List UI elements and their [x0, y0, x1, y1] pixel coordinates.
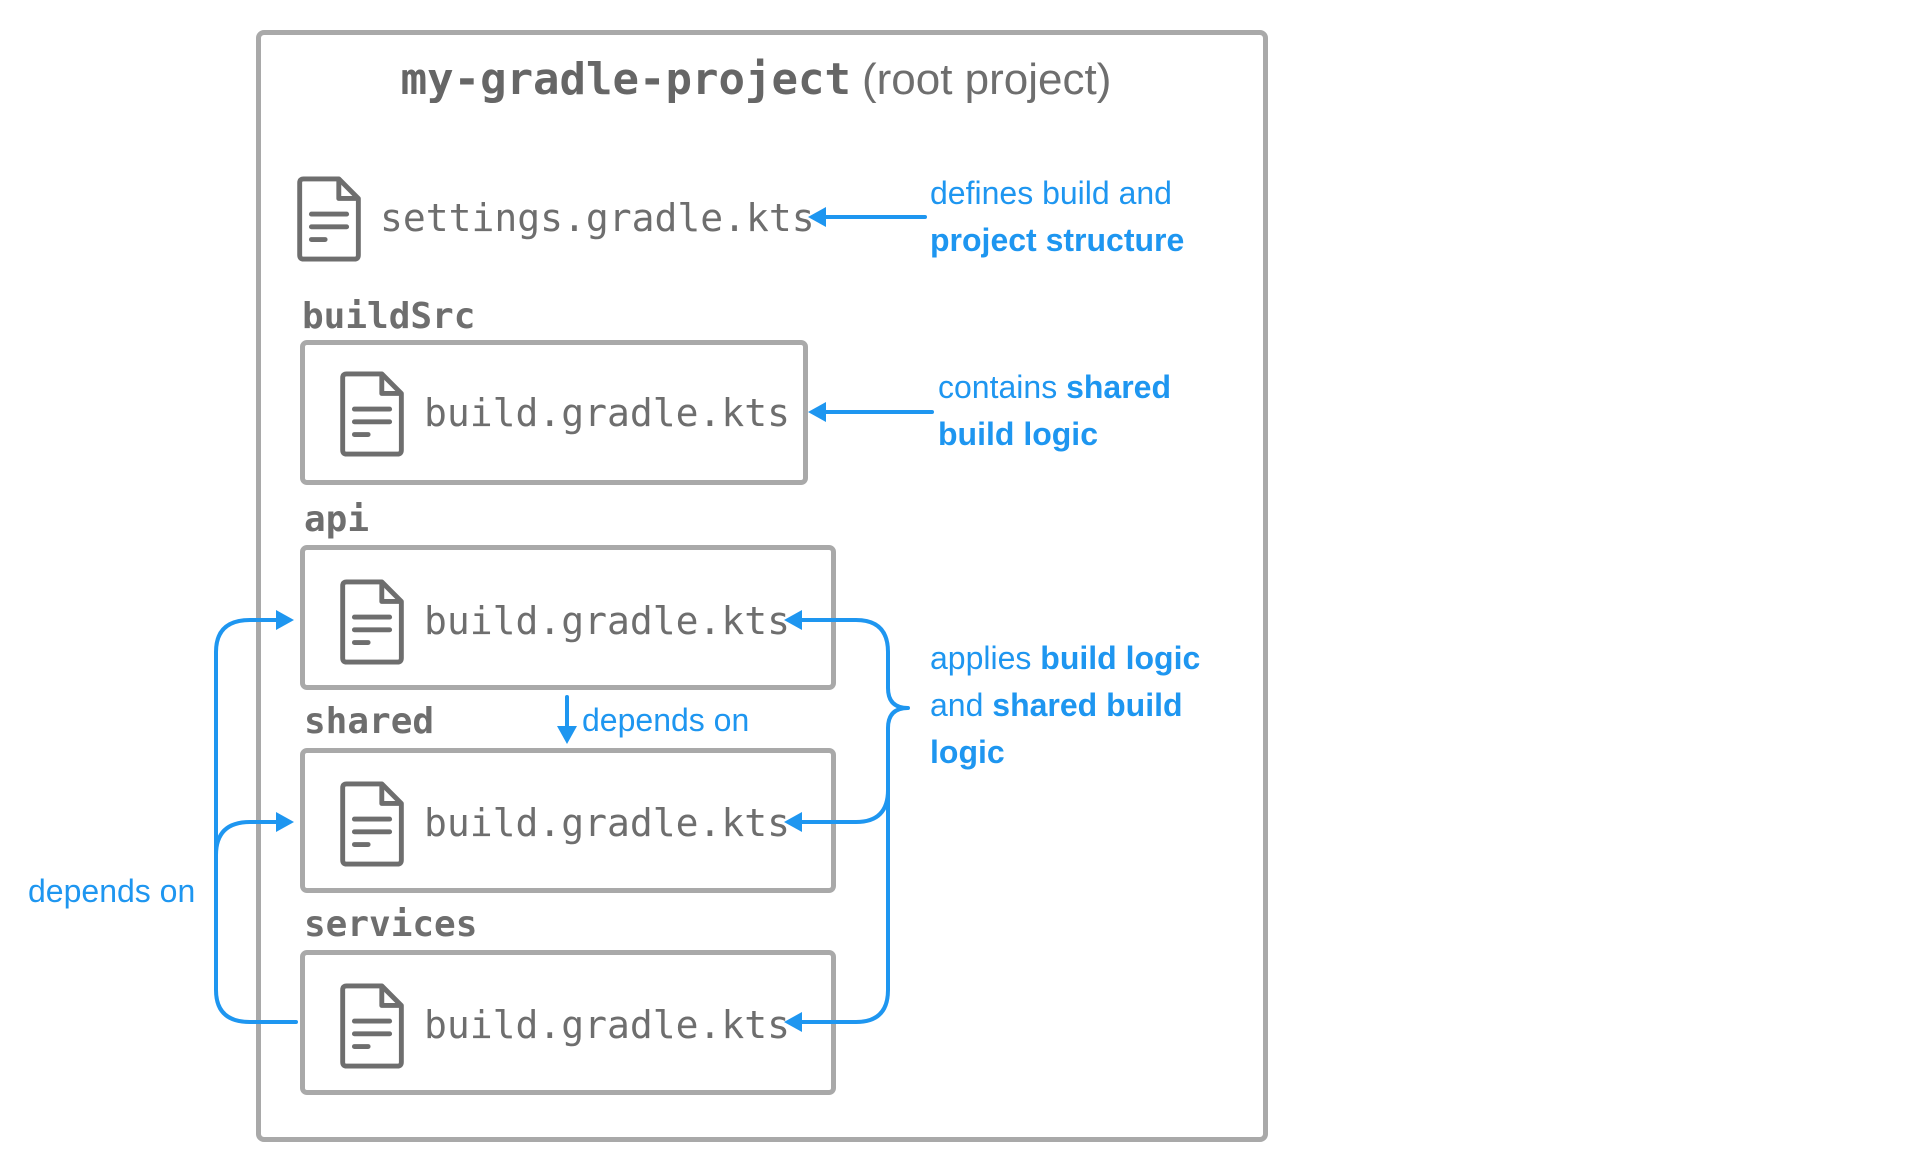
buildsrc-note-plain: contains — [938, 369, 1067, 405]
module-filename-services: build.gradle.kts — [424, 1003, 791, 1047]
buildsrc-note: contains shared build logic — [938, 364, 1171, 458]
applies-services-arrowhead — [784, 1012, 802, 1032]
applies-note-line1-plain: applies — [930, 640, 1041, 676]
applies-note-line2-plain: and — [930, 687, 993, 723]
module-label-buildsrc: buildSrc — [302, 296, 476, 337]
applies-note: applies build logic and shared build log… — [930, 635, 1200, 776]
document-icon — [340, 781, 404, 867]
root-project-title: my-gradle-project (root project) — [256, 50, 1256, 110]
module-filename-api: build.gradle.kts — [424, 599, 791, 643]
module-label-shared: shared — [304, 701, 435, 742]
buildsrc-note-bold: shared — [1066, 369, 1172, 405]
depends-bracket — [214, 618, 298, 1024]
applies-note-line1-bold: build logic — [1040, 640, 1201, 676]
module-filename-shared: build.gradle.kts — [424, 801, 791, 845]
applies-shared-arrow — [818, 788, 890, 824]
document-icon — [340, 983, 404, 1069]
buildsrc-arrowhead — [808, 402, 826, 422]
module-filename-buildsrc: build.gradle.kts — [424, 391, 791, 435]
settings-note: defines build and project structure — [930, 170, 1184, 264]
document-icon — [297, 176, 361, 262]
depends-shared-arrow — [214, 820, 282, 857]
settings-filename: settings.gradle.kts — [380, 196, 815, 240]
settings-arrowhead — [808, 207, 826, 227]
settings-note-line1: defines build and — [930, 175, 1172, 211]
applies-note-line2-bold: shared build — [992, 687, 1183, 723]
depends-shared-arrowhead — [276, 812, 294, 832]
root-project-suffix: (root project) — [861, 55, 1112, 104]
applies-note-line3: logic — [930, 734, 1005, 770]
document-icon — [340, 579, 404, 665]
document-icon — [340, 371, 404, 457]
applies-shared-arrowhead — [784, 812, 802, 832]
applies-bracket — [818, 618, 910, 1024]
module-box-buildsrc — [300, 340, 808, 485]
api-depends-arrowhead — [557, 726, 577, 744]
depends-api-arrowhead — [276, 610, 294, 630]
settings-note-line2: project structure — [930, 222, 1185, 258]
buildsrc-note-line2: build logic — [938, 416, 1098, 452]
root-project-name: my-gradle-project — [400, 54, 851, 105]
module-label-api: api — [304, 499, 370, 540]
applies-api-arrowhead — [784, 610, 802, 630]
depends-on-outer-label: depends on — [28, 873, 196, 909]
depends-on-inner-label: depends on — [582, 702, 750, 738]
module-label-services: services — [304, 904, 478, 945]
